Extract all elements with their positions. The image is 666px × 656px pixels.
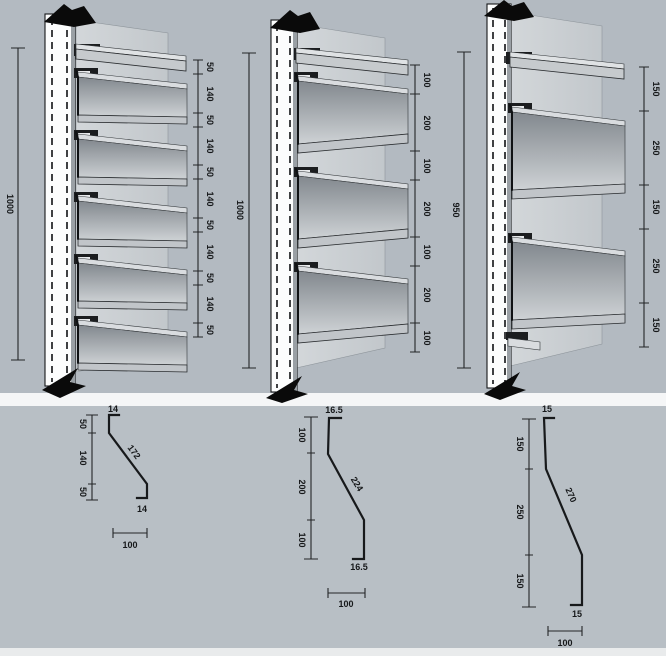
louver-blade xyxy=(74,130,188,187)
dim-label: 50 xyxy=(205,273,215,283)
louver-panel-1: 1000 50 140 50 140 50 140 50 140 50 140 … xyxy=(5,4,215,398)
bottom-section-background xyxy=(0,406,666,648)
lip-dimension-label: 15 xyxy=(542,404,552,414)
bottom-break-arrow-icon xyxy=(42,368,86,398)
dim-label: 50 xyxy=(78,419,88,429)
top-break-arrow-icon xyxy=(484,0,534,21)
louver-panel-2: 1000 100 200 100 200 100 200 100 xyxy=(235,10,432,403)
blade-profile-outline xyxy=(542,416,584,607)
dim-label: 200 xyxy=(297,479,307,494)
dim-label: 100 xyxy=(297,427,307,442)
width-scale xyxy=(327,588,366,598)
cap-fascia xyxy=(75,48,187,72)
profile-drawing-1: 50 140 50 14 14 172 100 xyxy=(78,404,149,550)
dim-label: 100 xyxy=(297,532,307,547)
top-cap-rail xyxy=(506,51,625,80)
louver-panel-3: 950 150 250 150 250 150 xyxy=(451,0,661,400)
pitch-ruler: 100 200 100 200 100 200 100 xyxy=(410,64,432,353)
louver-blade xyxy=(74,316,188,373)
dim-label: 50 xyxy=(205,167,215,177)
dim-label: 200 xyxy=(422,201,432,216)
dim-label: 50 xyxy=(205,325,215,335)
bottom-margin xyxy=(0,648,666,656)
dim-label: 140 xyxy=(205,296,215,311)
dim-label: 140 xyxy=(205,86,215,101)
dim-label: 250 xyxy=(651,258,661,273)
lip-dimension-label: 14 xyxy=(137,504,147,514)
louver-blade xyxy=(508,103,626,200)
dim-label: 140 xyxy=(205,244,215,259)
width-scale-label: 100 xyxy=(557,638,572,648)
dim-label: 50 xyxy=(78,487,88,497)
dim-label: 100 xyxy=(422,330,432,345)
lip-dimension-label: 16.5 xyxy=(350,562,368,572)
mullion-dashed-lines xyxy=(276,24,291,388)
dim-label: 140 xyxy=(78,450,88,465)
dim-label: 50 xyxy=(205,220,215,230)
mullion-edge-shadow xyxy=(293,20,297,392)
louver-blade xyxy=(294,72,409,154)
top-cap-rail xyxy=(74,43,187,72)
dim-label: 250 xyxy=(651,140,661,155)
pitch-ruler: 50 140 50 140 50 140 50 140 50 140 50 xyxy=(193,59,215,338)
louver-blade xyxy=(294,262,409,344)
profile-ruler xyxy=(304,416,318,560)
height-dimension-label: 950 xyxy=(451,202,461,217)
height-dimension: 1000 xyxy=(235,52,256,369)
profile-ruler xyxy=(522,418,536,608)
top-cap-rail xyxy=(294,47,409,76)
mullion-edge-shadow xyxy=(71,14,75,386)
lip-dimension-label: 15 xyxy=(572,609,582,619)
profile-drawing-2: 100 200 100 16.5 16.5 224 100 xyxy=(297,405,368,609)
dim-label: 100 xyxy=(422,158,432,173)
dim-label: 150 xyxy=(515,436,525,451)
bottom-break-arrow-icon xyxy=(266,376,308,403)
blade-profile-outline xyxy=(107,413,149,500)
dim-label: 150 xyxy=(651,81,661,96)
louver-blade xyxy=(294,167,409,249)
louver-blade xyxy=(74,68,188,125)
width-scale-label: 100 xyxy=(122,540,137,550)
dim-label: 50 xyxy=(205,62,215,72)
bottom-rail xyxy=(506,332,541,351)
pitch-ruler: 150 250 150 250 150 xyxy=(639,66,661,348)
louver-blade xyxy=(74,254,188,311)
dim-label: 150 xyxy=(651,199,661,214)
height-dimension: 1000 xyxy=(5,47,25,361)
dim-label: 200 xyxy=(422,115,432,130)
height-dimension-label: 1000 xyxy=(5,194,15,214)
mullion-edge-shadow xyxy=(507,4,511,388)
width-scale xyxy=(547,626,583,636)
dim-label: 100 xyxy=(422,244,432,259)
louver-blade xyxy=(508,233,626,330)
top-break-arrow-icon xyxy=(270,10,320,33)
mullion-dashed-lines xyxy=(51,18,68,382)
dim-label: 150 xyxy=(515,573,525,588)
dim-label: 140 xyxy=(205,138,215,153)
dim-label: 50 xyxy=(205,115,215,125)
profile-ruler xyxy=(86,414,98,501)
width-scale xyxy=(112,528,148,538)
dim-label: 250 xyxy=(515,504,525,519)
bottom-break-arrow-icon xyxy=(484,372,526,400)
lip-dimension-label: 14 xyxy=(108,404,118,414)
dim-label: 140 xyxy=(205,191,215,206)
blade-profile-outline xyxy=(326,416,366,561)
dim-label: 100 xyxy=(422,72,432,87)
width-scale-label: 100 xyxy=(338,599,353,609)
height-dimension-label: 1000 xyxy=(235,200,245,220)
dim-label: 200 xyxy=(422,287,432,302)
lip-dimension-label: 16.5 xyxy=(325,405,343,415)
louver-blade xyxy=(74,192,188,249)
dim-label: 150 xyxy=(651,317,661,332)
height-dimension: 950 xyxy=(451,51,471,369)
top-break-arrow-icon xyxy=(44,4,96,27)
mullion-dashed-lines xyxy=(492,8,506,384)
mullion xyxy=(44,13,76,387)
